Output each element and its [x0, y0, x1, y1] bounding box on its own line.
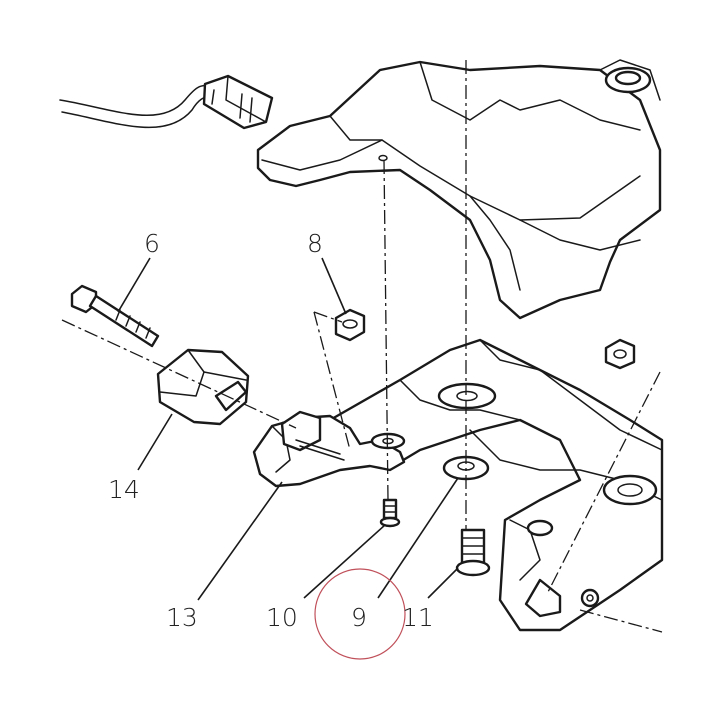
part-6-bolt	[70, 284, 160, 348]
upper-bracket	[256, 59, 662, 320]
lower-tray	[328, 338, 664, 632]
callout-13: 13	[166, 603, 198, 632]
cable-connector	[59, 74, 274, 130]
callout-9: 9	[351, 603, 367, 632]
callout-11: 11	[402, 603, 434, 632]
part-14-sleeve	[156, 348, 250, 426]
part-13-clip	[252, 410, 406, 488]
callout-labels: 6 8 14 13 10 9 11	[108, 229, 434, 632]
leader-lines	[117, 257, 459, 601]
part-10-screw	[379, 498, 401, 528]
callout-10: 10	[266, 603, 298, 632]
centerlines	[61, 60, 663, 633]
callout-14: 14	[108, 475, 140, 504]
callout-6: 6	[144, 229, 160, 258]
part-8-nut	[334, 308, 366, 342]
part-11-bolt	[455, 528, 491, 577]
callout-9-highlight	[314, 568, 406, 660]
callout-8: 8	[307, 229, 323, 258]
